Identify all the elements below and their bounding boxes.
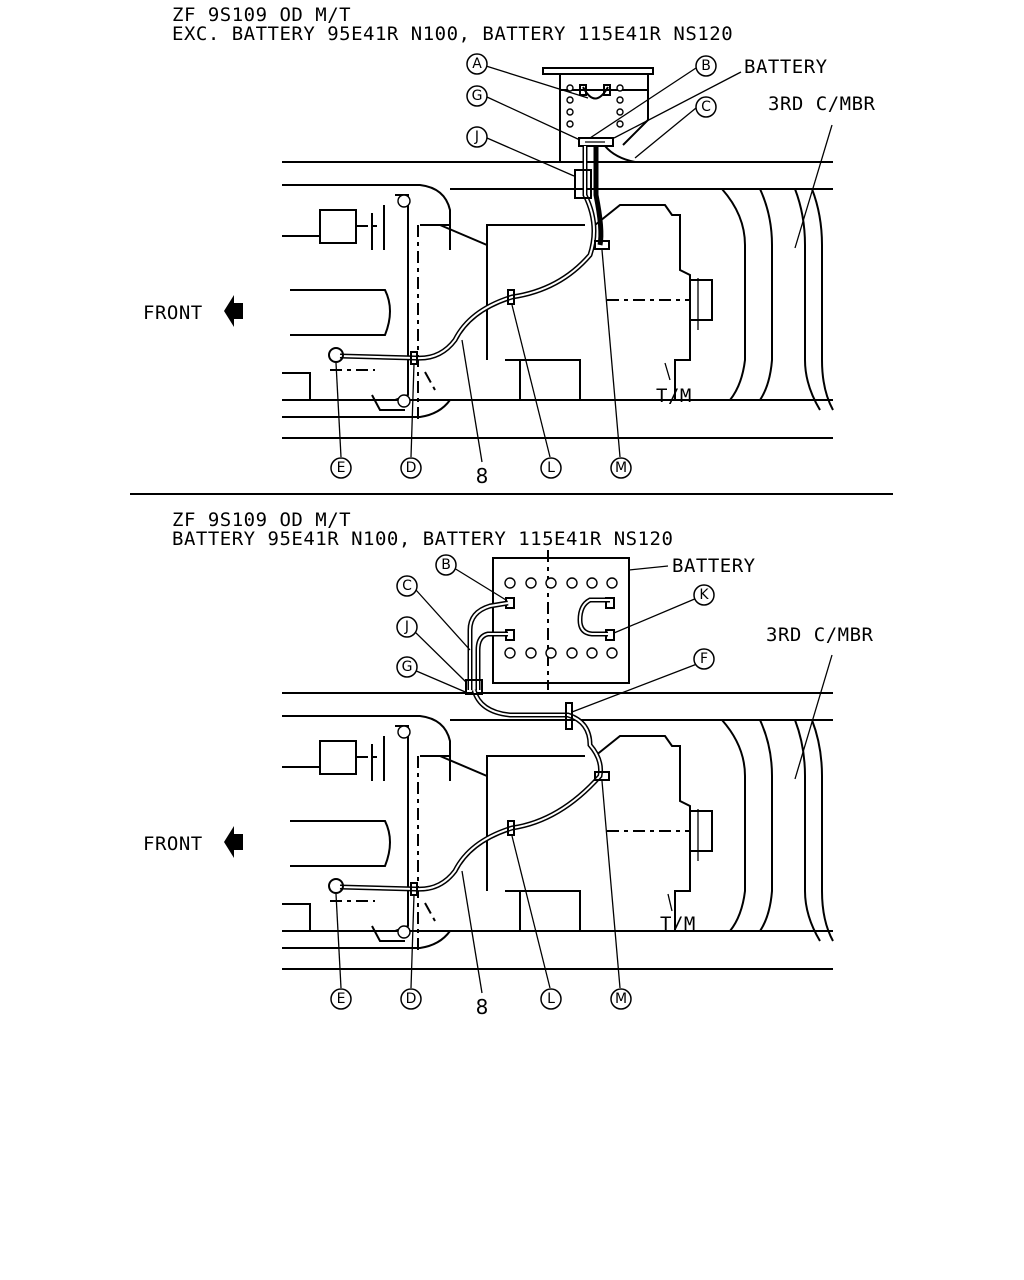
bottom-crossmember-label: 3RD C/MBR (766, 624, 874, 646)
top-callout-l: L (540, 457, 562, 479)
svg-text:C: C (701, 99, 711, 115)
bottom-callout-d: D (400, 988, 422, 1010)
bottom-front-label: FRONT (143, 833, 203, 855)
top-third-crossmember (721, 188, 834, 411)
bottom-part-number: 8 (476, 995, 489, 1019)
bottom-callout-k: K (693, 584, 715, 606)
arrow-left-icon (224, 826, 243, 858)
top-callout-a: A (466, 53, 488, 75)
top-callout-j: J (466, 126, 488, 148)
svg-text:G: G (402, 659, 413, 675)
bottom-third-crossmember (721, 719, 834, 942)
svg-text:B: B (701, 58, 711, 74)
svg-text:E: E (337, 991, 346, 1007)
bottom-callout-l: L (540, 988, 562, 1010)
top-title-line1: ZF 9S109 OD M/T (172, 4, 351, 26)
bottom-leader-lines (335, 567, 698, 994)
bottom-frame-rails (282, 692, 833, 970)
top-callout-m: M (610, 457, 632, 479)
bottom-callout-b: B (435, 554, 457, 576)
svg-text:E: E (337, 460, 346, 476)
bottom-callout-j: J (396, 616, 418, 638)
svg-text:C: C (402, 578, 412, 594)
svg-text:J: J (474, 129, 479, 145)
top-engine-area (282, 194, 450, 420)
svg-text:L: L (547, 460, 555, 476)
svg-text:K: K (699, 587, 709, 603)
bottom-transmission (439, 735, 713, 931)
arrow-left-icon (224, 295, 243, 327)
bottom-ground-cable (328, 600, 610, 896)
top-callout-b: B (695, 55, 717, 77)
svg-text:J: J (404, 619, 409, 635)
bottom-callout-m: M (610, 988, 632, 1010)
top-transmission (439, 204, 713, 400)
svg-text:B: B (441, 557, 451, 573)
top-diagram: ZF 9S109 OD M/T EXC. BATTERY 95E41R N100… (143, 4, 876, 488)
bottom-title-line2: BATTERY 95E41R N100, BATTERY 115E41R NS1… (172, 528, 673, 550)
svg-text:L: L (547, 991, 555, 1007)
top-ground-cable (328, 146, 610, 365)
svg-text:A: A (472, 56, 482, 72)
top-callout-e: E (330, 457, 352, 479)
svg-text:D: D (406, 991, 417, 1007)
bottom-battery-label: BATTERY (672, 555, 756, 577)
svg-text:M: M (615, 460, 627, 476)
top-callout-c: C (695, 96, 717, 118)
svg-text:G: G (472, 88, 483, 104)
bottom-title-line1: ZF 9S109 OD M/T (172, 509, 351, 531)
svg-text:D: D (406, 460, 417, 476)
bottom-callout-e: E (330, 988, 352, 1010)
top-callout-d: D (400, 457, 422, 479)
bottom-callout-g: G (396, 656, 418, 678)
top-tm-label: T/M (656, 385, 692, 407)
bottom-engine-area (282, 725, 450, 951)
svg-text:F: F (700, 651, 708, 667)
top-part-number: 8 (476, 464, 489, 488)
top-leader-lines (335, 65, 742, 463)
bottom-callout-f: F (693, 648, 715, 670)
bottom-battery (492, 550, 630, 690)
top-front-label: FRONT (143, 302, 203, 324)
top-callout-g: G (466, 85, 488, 107)
top-battery-label: BATTERY (744, 56, 828, 78)
svg-text:M: M (615, 991, 627, 1007)
top-crossmember-label: 3RD C/MBR (768, 93, 876, 115)
top-frame-rails (282, 161, 833, 439)
top-title-line2: EXC. BATTERY 95E41R N100, BATTERY 115E41… (172, 23, 733, 45)
bottom-callout-c: C (396, 575, 418, 597)
bottom-tm-label: T/M (660, 913, 696, 935)
bottom-diagram: ZF 9S109 OD M/T BATTERY 95E41R N100, BAT… (143, 509, 874, 1019)
